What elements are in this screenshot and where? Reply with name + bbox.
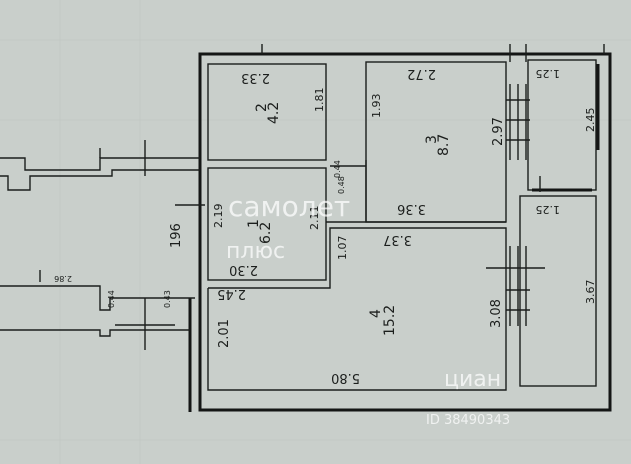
room-4-height-right: 3.08	[489, 299, 504, 328]
room-2-height: 1.81	[313, 88, 326, 113]
watermark: самолет плюс циан ID 38490343	[226, 190, 510, 428]
balcony-bottom-height: 3.67	[584, 280, 597, 305]
room-2-number: 2	[254, 103, 270, 112]
room-3: 2.72 1.93 3 8.7 2.97 3.36	[370, 66, 506, 216]
corridor	[0, 140, 205, 350]
room-4: 3.37 1.07 2.45 2.01 4 15.2 3.08 5.80	[217, 232, 504, 385]
room-4-step: 1.07	[336, 236, 349, 261]
room-1: 2.19 2.11 1 6.2 2.30 0.48 0.44	[212, 160, 346, 277]
watermark-id: ID 38490343	[426, 413, 510, 428]
watermark-cian: циан	[444, 367, 501, 392]
corridor-height: 196	[169, 223, 184, 248]
room-2-width: 2.33	[241, 70, 270, 85]
balcony-top-width: 1.25	[536, 67, 561, 80]
room-4-number: 4	[368, 309, 384, 318]
dim-044b: 0.44	[107, 290, 116, 308]
room-4-width-bottom: 5.80	[331, 370, 360, 385]
room-2: 2.33 1.81 2 4.2	[241, 70, 326, 124]
room-4-width-top: 2.45	[217, 286, 246, 301]
watermark-brand-1: самолет	[228, 190, 350, 223]
dim-044: 0.44	[333, 160, 342, 178]
corridor-dims: 196 2.86 0.44 0.43	[54, 223, 184, 308]
room-4-top: 3.37	[383, 232, 412, 247]
balconies: 1.25 2.45 1.25 3.67	[536, 67, 598, 304]
room-3-number: 3	[424, 135, 440, 144]
room-1-area: 6.2	[258, 222, 274, 244]
balcony-bottom-width: 1.25	[536, 203, 561, 216]
room-3-extra: 1.93	[370, 94, 383, 119]
room-4-area: 15.2	[382, 305, 398, 336]
hatching	[261, 44, 605, 326]
room-3-bottom: 3.36	[397, 201, 426, 216]
dim-048: 0.48	[337, 176, 346, 194]
room-3-area: 8.7	[436, 134, 452, 156]
room-1-width-top: 2.19	[212, 204, 225, 229]
room-1-number: 1	[246, 219, 262, 228]
room-2-area: 4.2	[266, 102, 282, 124]
room-1-width-bottom: 2.30	[229, 262, 258, 277]
balcony-top-height: 2.45	[584, 108, 597, 133]
watermark-brand-2: плюс	[226, 239, 285, 264]
room-3-width: 2.72	[407, 66, 436, 81]
room-walls	[207, 59, 600, 391]
room-1-height: 2.11	[308, 206, 321, 231]
room-3-height: 2.97	[491, 117, 506, 146]
room-4-height-left: 2.01	[217, 319, 232, 348]
dim-286: 2.86	[54, 274, 72, 283]
outer-walls	[188, 52, 612, 412]
dim-043: 0.43	[163, 290, 172, 308]
